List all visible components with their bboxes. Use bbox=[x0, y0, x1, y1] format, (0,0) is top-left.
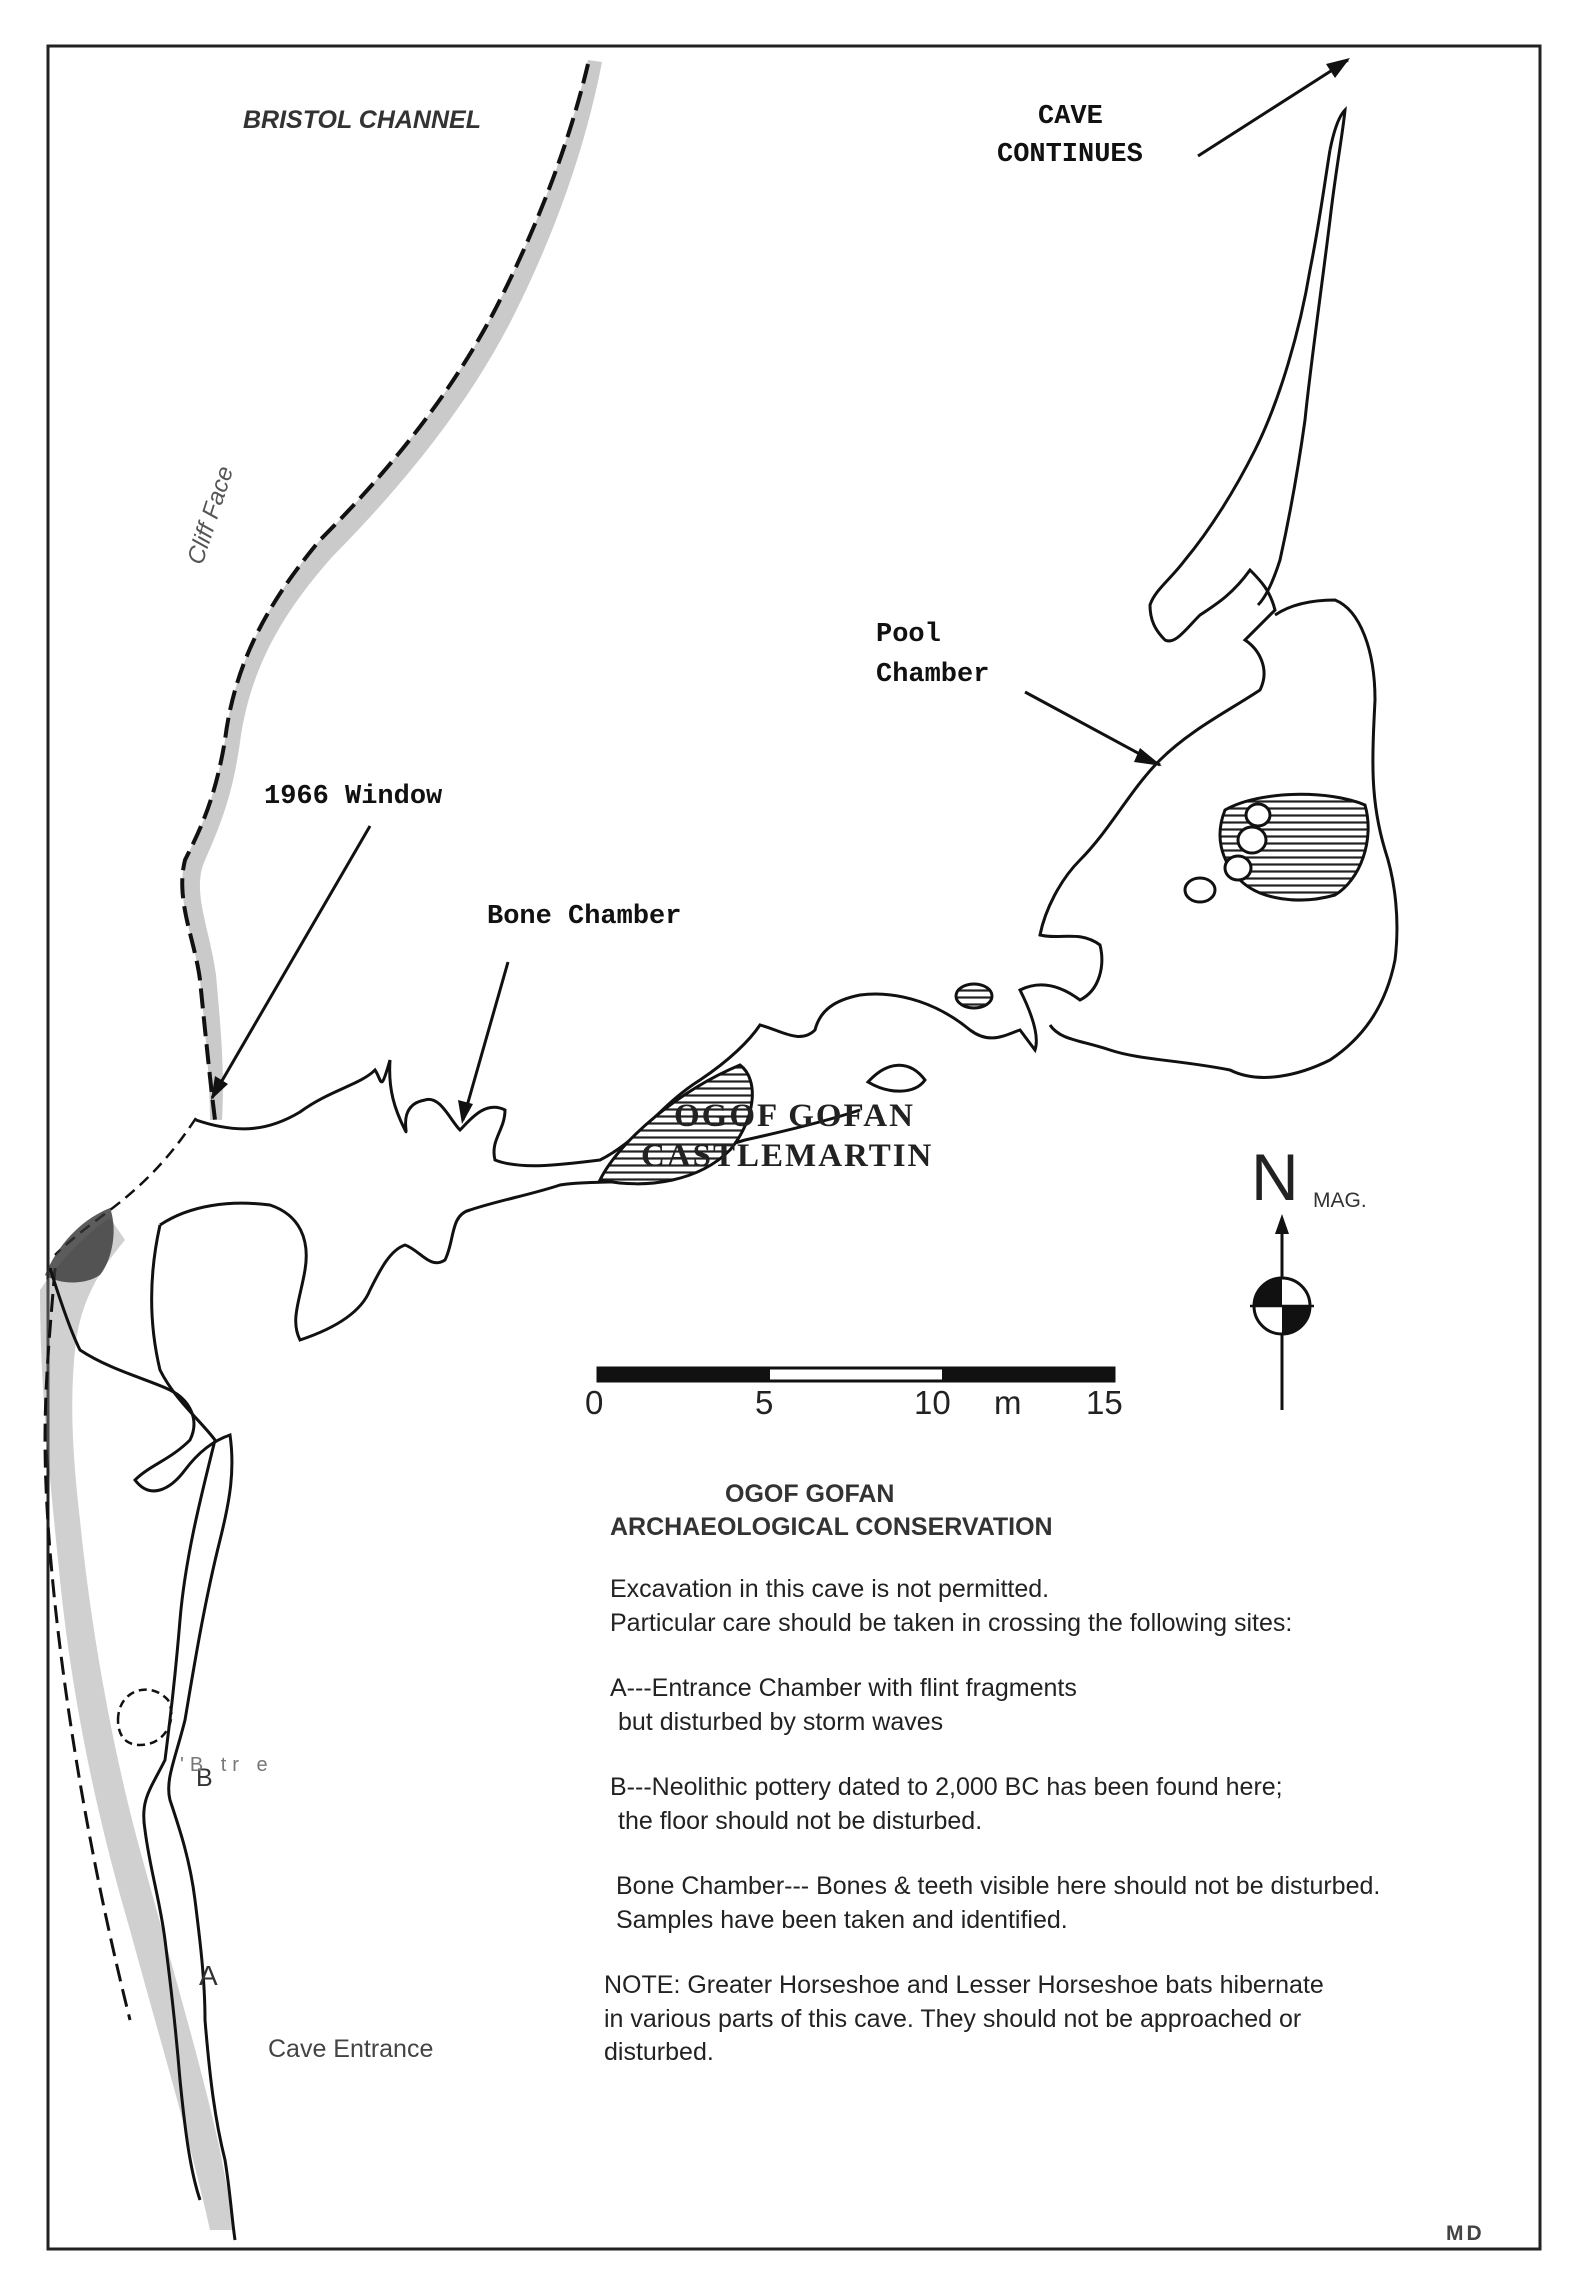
label-author: MD bbox=[1446, 2222, 1485, 2245]
arrow-cave-continues-head bbox=[1326, 58, 1350, 78]
pool-2 bbox=[1236, 825, 1268, 855]
notes-title-2: ARCHAEOLOGICAL CONSERVATION bbox=[610, 1512, 1053, 1541]
pool-3 bbox=[1223, 854, 1253, 882]
notes-bats-line-2: in various parts of this cave. They shou… bbox=[604, 2004, 1302, 2033]
scale-tick-15: 15 bbox=[1086, 1384, 1123, 1421]
map-frame bbox=[46, 44, 1542, 2251]
notes-title-1: OGOF GOFAN bbox=[725, 1480, 895, 1508]
label-cave-continues-2: CONTINUES bbox=[997, 140, 1143, 170]
pool-1 bbox=[1244, 802, 1272, 828]
cliff-dark-patch bbox=[45, 1208, 114, 1283]
notes-bone-line-2: Samples have been taken and identified. bbox=[616, 1905, 1068, 1934]
notes-bats: NOTE: Greater Horseshoe and Lesser Horse… bbox=[604, 1969, 1510, 2070]
scale-tick-10: 10 bbox=[914, 1384, 951, 1421]
cave-entrance-passage bbox=[142, 1224, 217, 2201]
arrow-pool-chamber-head bbox=[1134, 748, 1162, 766]
notes-bone-line-1: Bone Chamber--- Bones & teeth visible he… bbox=[616, 1872, 1381, 1900]
dashed-chamber-b bbox=[116, 1688, 173, 1747]
scale-bar-segment-1 bbox=[598, 1368, 770, 1381]
pool-chamber-outline bbox=[1048, 598, 1399, 1079]
label-site-b: B bbox=[196, 1764, 213, 1792]
label-cave-continues-1: CAVE bbox=[1038, 102, 1103, 132]
arrow-cave-continues bbox=[1197, 58, 1349, 158]
notes-bats-line-3: disturbed. bbox=[604, 2038, 714, 2066]
notes-site-a-line-2: but disturbed by storm waves bbox=[618, 1707, 944, 1736]
scale-tick-0: 0 bbox=[585, 1384, 604, 1421]
arrow-1966-window-head bbox=[211, 1076, 228, 1100]
arrow-bone-chamber-head bbox=[458, 1100, 473, 1124]
cave-passage-outline-north bbox=[195, 149, 1332, 1168]
arrow-bone-chamber bbox=[461, 961, 510, 1121]
pool-4 bbox=[1183, 876, 1217, 904]
hatched-area-small bbox=[954, 982, 994, 1010]
pool-5 bbox=[865, 1063, 927, 1093]
notes-site-b: B---Neolithic pottery dated to 2,000 BC … bbox=[610, 1771, 1510, 1838]
label-1966-window: 1966 Window bbox=[264, 782, 443, 812]
cliff-shading-upper bbox=[182, 60, 602, 1120]
north-arrow-suffix: MAG. bbox=[1313, 1189, 1367, 1212]
notes-intro: Excavation in this cave is not permitted… bbox=[610, 1573, 1510, 1640]
scale-tick-5: 5 bbox=[755, 1384, 774, 1421]
label-cave-entrance: Cave Entrance bbox=[268, 2035, 434, 2063]
notes-site-b-line-2: the floor should not be disturbed. bbox=[618, 1806, 983, 1835]
notes-bats-line-1: NOTE: Greater Horseshoe and Lesser Horse… bbox=[604, 1971, 1324, 1999]
north-arrow-head bbox=[1275, 1214, 1289, 1234]
north-arrow-letter: N bbox=[1251, 1140, 1299, 1214]
notes-bone-chamber: Bone Chamber--- Bones & teeth visible he… bbox=[610, 1870, 1510, 1937]
label-bristol-channel: BRISTOL CHANNEL bbox=[243, 106, 481, 134]
notes-site-b-line-1: B---Neolithic pottery dated to 2,000 BC … bbox=[610, 1773, 1283, 1801]
compass-rose-quarter-1 bbox=[1254, 1278, 1282, 1306]
cave-passage-outline-south bbox=[48, 1267, 237, 2241]
label-pool-chamber-1: Pool bbox=[876, 620, 941, 650]
scale-bar-segment-3 bbox=[942, 1368, 1114, 1381]
arrow-1966-window bbox=[210, 825, 372, 1099]
notes-intro-line-1: Excavation in this cave is not permitted… bbox=[610, 1575, 1050, 1603]
notes-site-a: A---Entrance Chamber with flint fragment… bbox=[610, 1672, 1510, 1739]
label-cave-location: CASTLEMARTIN bbox=[641, 1138, 934, 1174]
cliff-face-line-upper bbox=[180, 63, 590, 1121]
cliff-face-line-lower bbox=[43, 1267, 132, 2021]
notes-site-a-line-1: A---Entrance Chamber with flint fragment… bbox=[610, 1674, 1077, 1702]
north-passage-outline bbox=[1256, 106, 1347, 607]
label-pool-chamber-2: Chamber bbox=[876, 660, 990, 690]
label-site-a: A bbox=[199, 1960, 218, 1991]
cliff-shading-lower bbox=[40, 1218, 235, 2230]
conservation-notes: OGOF GOFAN ARCHAEOLOGICAL CONSERVATION E… bbox=[604, 1478, 1510, 2070]
label-bone-chamber: Bone Chamber bbox=[487, 902, 682, 932]
notes-intro-line-2: Particular care should be taken in cross… bbox=[610, 1608, 1293, 1637]
label-cave-name: OGOF GOFAN bbox=[674, 1098, 915, 1134]
hatched-area-passage bbox=[597, 1063, 754, 1186]
scale-unit: m bbox=[994, 1384, 1022, 1421]
arrow-pool-chamber bbox=[1024, 690, 1161, 767]
label-site-b-smudge: 'B tr e bbox=[180, 1754, 274, 1776]
compass-rose-quarter-2 bbox=[1282, 1306, 1310, 1334]
